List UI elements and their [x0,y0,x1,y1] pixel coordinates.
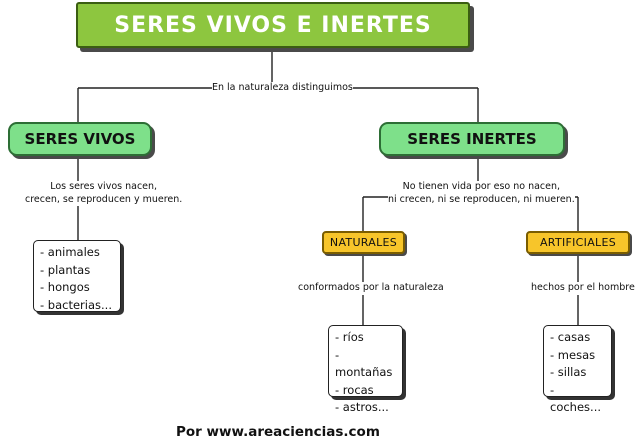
list-item: - ríos [335,330,364,344]
seres-vivos-node: SERES VIVOS [8,122,152,156]
list-item: - bacterias... [40,297,112,312]
list-item: - rocas [335,382,374,397]
artificiales-node: ARTIFICIALES [526,231,630,254]
list-item: - astros... [335,400,389,414]
list-item: - montañas [335,347,393,380]
list-item: - hongos [40,280,90,294]
vivos-examples-list: - animales - plantas - hongos - bacteria… [33,240,121,312]
list-item: - coches... [550,382,602,415]
artificiales-examples-list: - casas - mesas - sillas - coches... [543,325,612,414]
diagram-title: SERES VIVOS E INERTES [76,2,470,48]
inertes-link-label: No tienen vida por eso no nacen, ni crec… [388,181,575,206]
list-item: - casas [550,330,591,344]
artificiales-link-label: hechos por el hombre [531,282,635,295]
footer-credit: Por www.areaciencias.com [176,424,380,440]
top-link-label: En la naturaleza distinguimos [212,82,353,95]
list-item: - animales [40,245,100,259]
seres-inertes-node: SERES INERTES [379,122,565,156]
list-item: - mesas [550,347,596,362]
naturales-node: NATURALES [322,231,405,254]
naturales-link-label: conformados por la naturaleza [298,282,444,295]
list-item: - plantas [40,262,91,277]
vivos-link-label: Los seres vivos nacen, crecen, se reprod… [25,181,183,206]
list-item: - sillas [550,365,587,379]
naturales-examples-list: - ríos - montañas - rocas - astros... [328,325,403,414]
